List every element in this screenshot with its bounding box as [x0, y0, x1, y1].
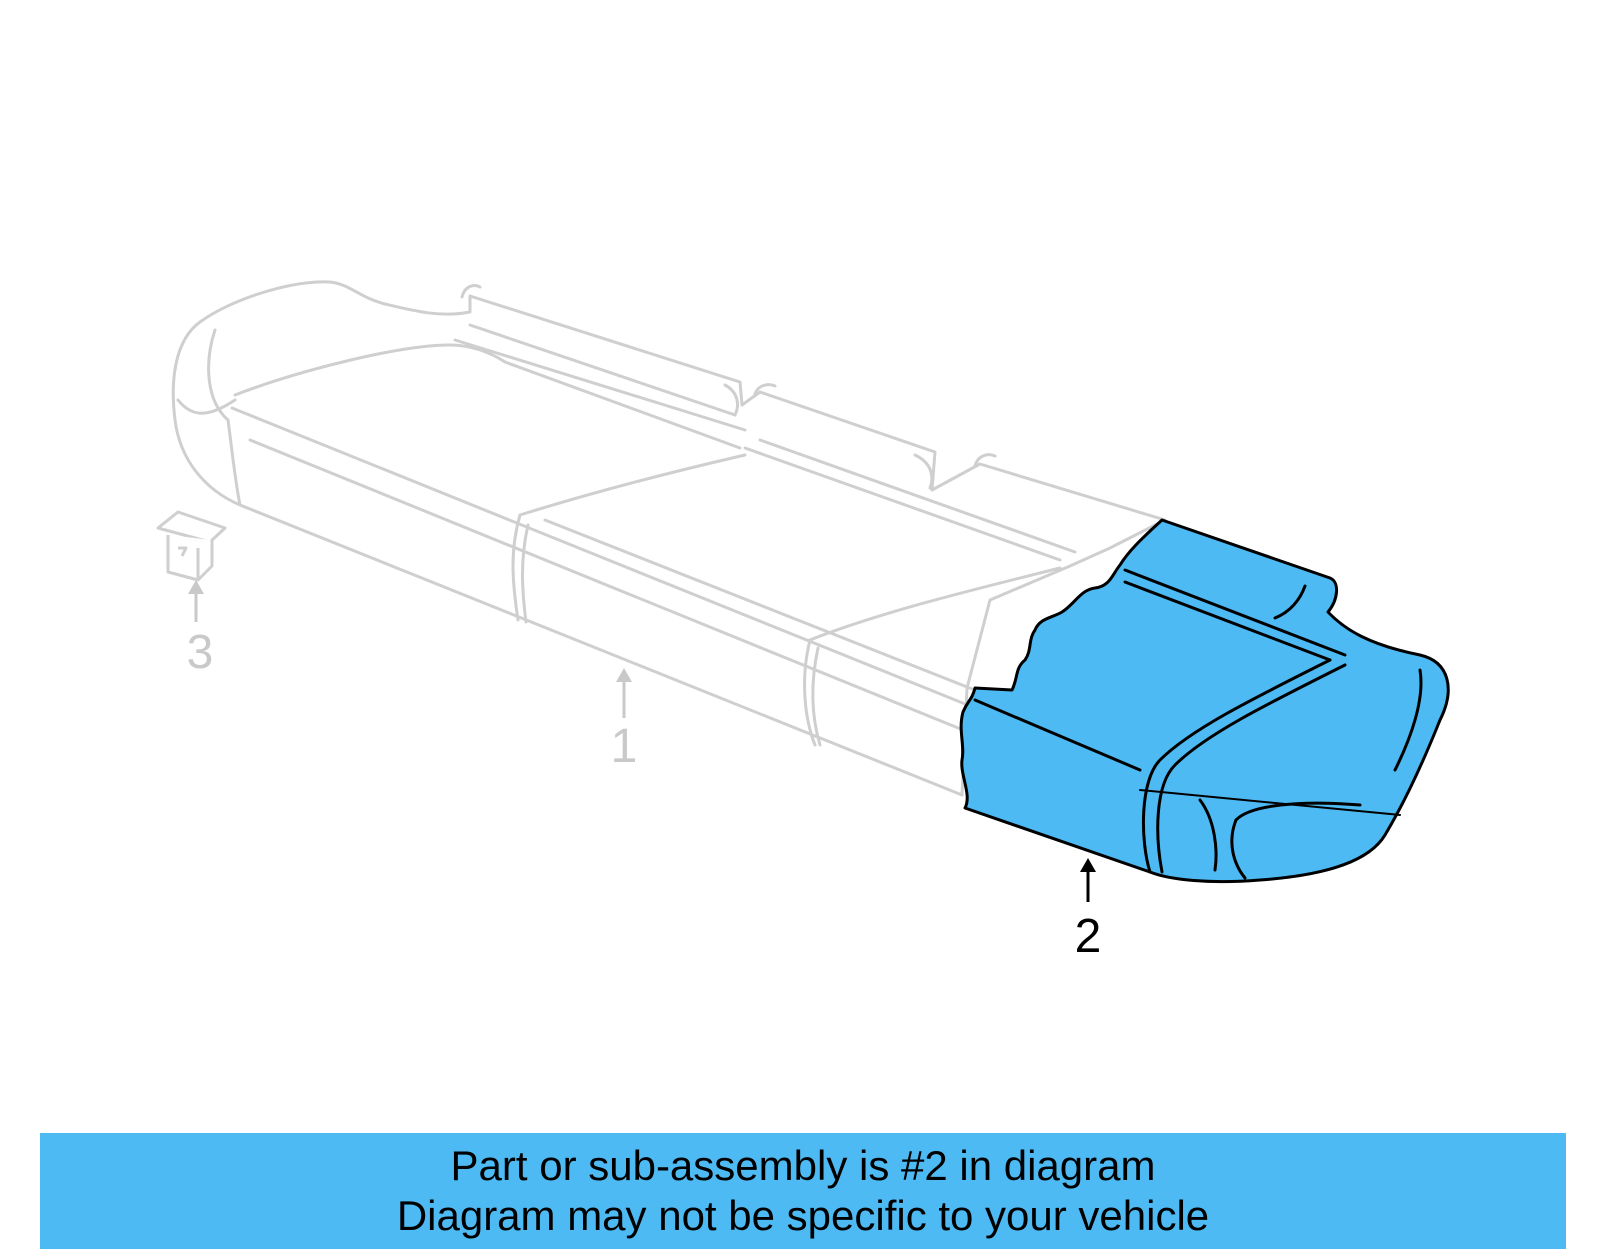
info-banner: Part or sub-assembly is #2 in diagram Di… — [40, 1133, 1566, 1249]
callout-label-2: 2 — [1075, 910, 1102, 963]
callout-arrow-1 — [616, 668, 632, 718]
banner-line-disclaimer: Diagram may not be specific to your vehi… — [396, 1192, 1210, 1239]
callout-label-1: 1 — [611, 720, 638, 773]
banner-line-part-number: Part or sub-assembly is #2 in diagram — [450, 1142, 1156, 1189]
seat-cushion-section-highlighted — [959, 518, 1450, 884]
callout-arrow-2 — [1080, 858, 1096, 902]
seat-cushion-assembly — [171, 280, 1167, 797]
retainer-clip — [156, 510, 227, 582]
callout-arrow-3 — [188, 580, 204, 622]
callout-label-3: 3 — [187, 626, 214, 679]
